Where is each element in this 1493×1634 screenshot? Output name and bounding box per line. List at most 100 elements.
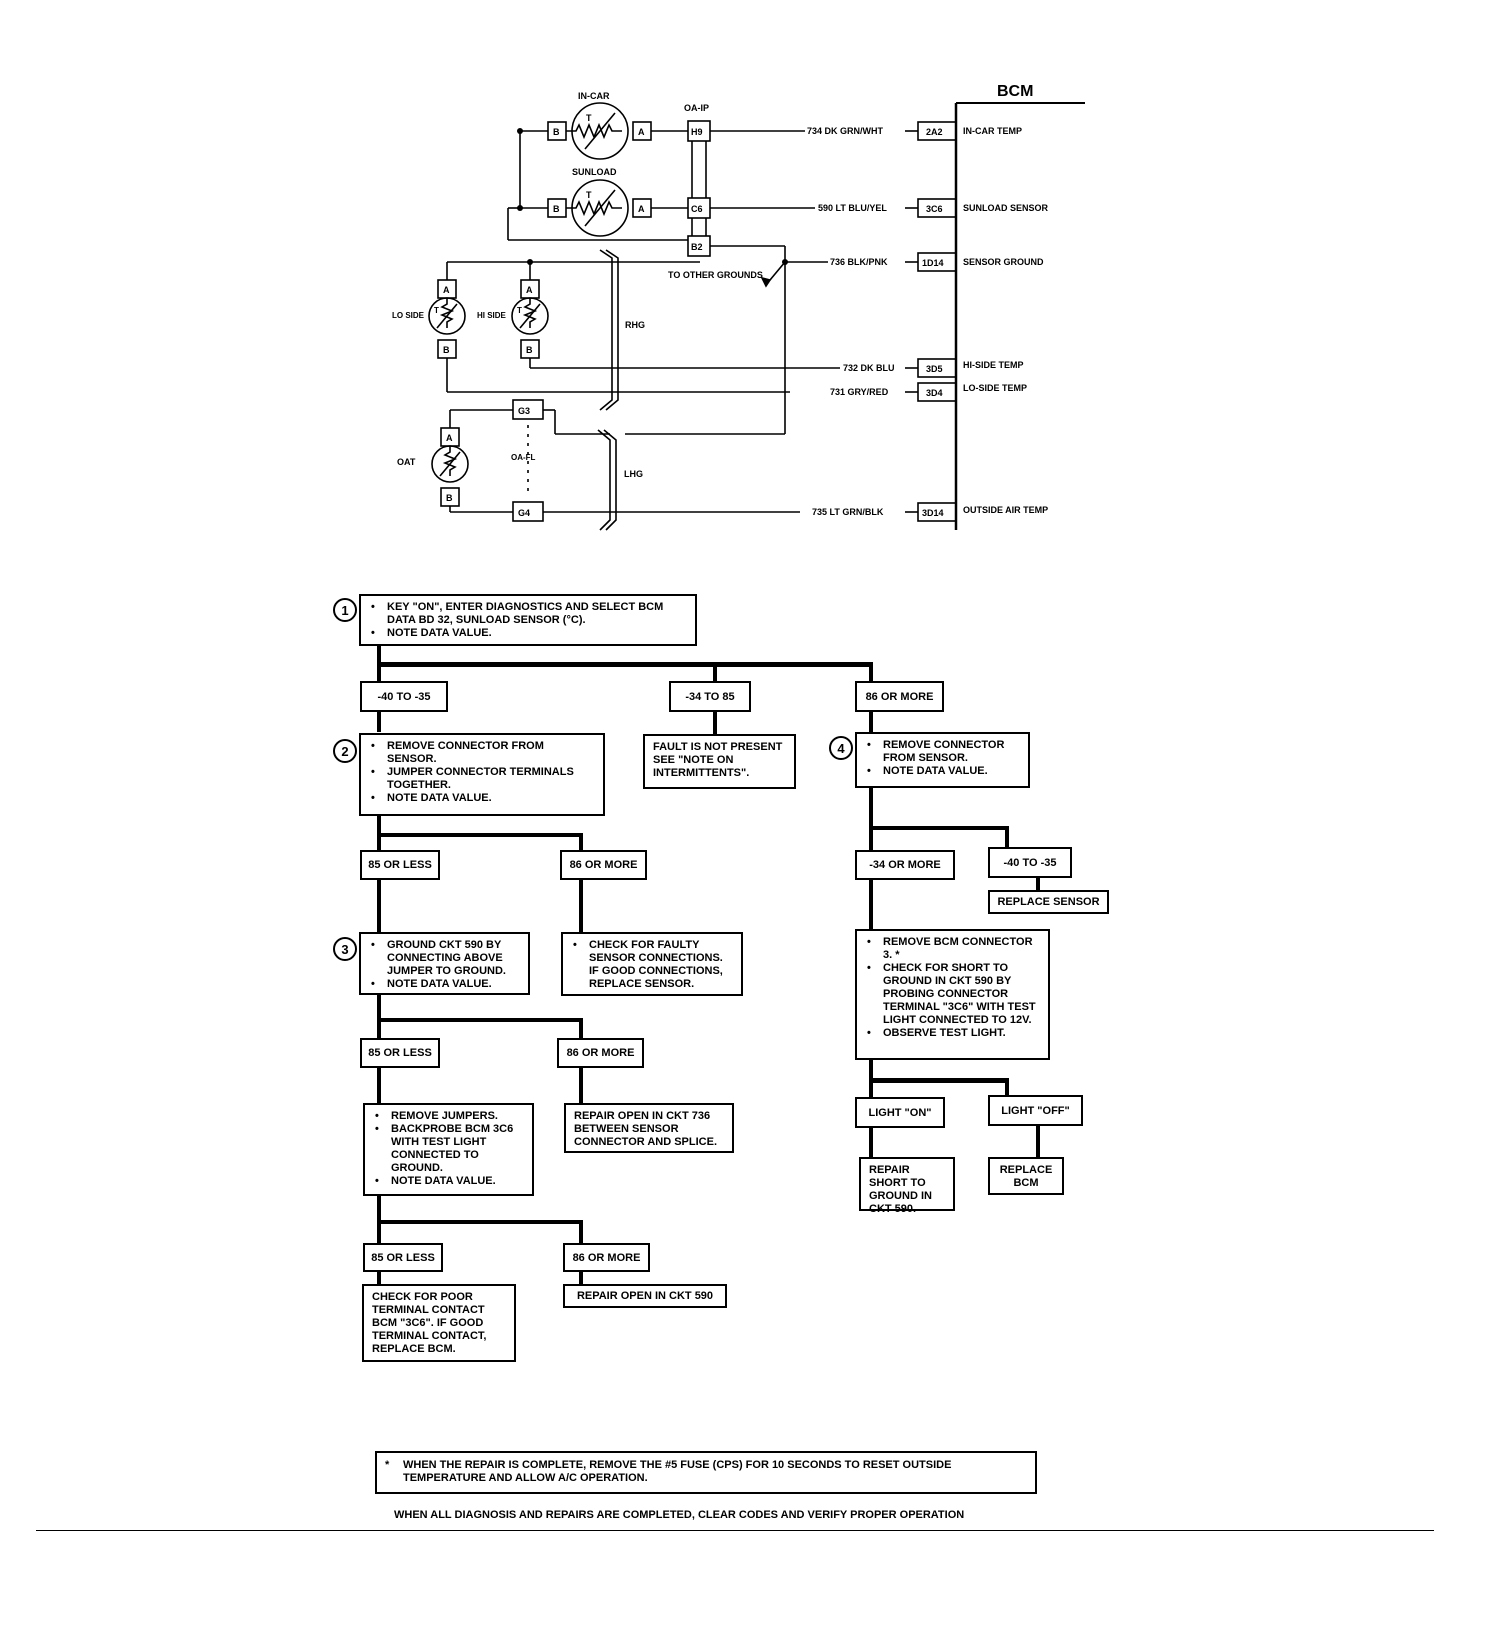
step-4-marker: 4 bbox=[829, 736, 853, 760]
flow-line bbox=[377, 662, 873, 667]
backprobe-item: NOTE DATA VALUE. bbox=[375, 1175, 524, 1188]
step-2-marker: 2 bbox=[333, 739, 357, 763]
oat-pin-a: A bbox=[446, 433, 453, 443]
step-5-item: CHECK FOR SHORT TO GROUND IN CKT 590 BY … bbox=[867, 962, 1040, 1027]
result-86-or-more: 86 OR MORE bbox=[563, 1243, 650, 1272]
bcm-pin-3d4: 3D4 bbox=[926, 388, 943, 398]
replace-bcm-box: REPLACE BCM bbox=[988, 1157, 1064, 1195]
flow-line bbox=[869, 662, 873, 682]
wiring-schematic: BCM IN-CAR SUNLOAD LO SIDE HI SIDE OAT T… bbox=[392, 83, 1085, 531]
repair-open-736-box: REPAIR OPEN IN CKT 736 BETWEEN SENSOR CO… bbox=[564, 1103, 734, 1153]
step-1-box: KEY "ON", ENTER DIAGNOSTICS AND SELECT B… bbox=[359, 594, 697, 646]
pin-h9: H9 bbox=[691, 127, 703, 137]
step-2-item: REMOVE CONNECTOR FROM SENSOR. bbox=[371, 740, 595, 766]
oa-fl-label: OA-FL bbox=[511, 453, 536, 462]
flow-line bbox=[1036, 1126, 1040, 1158]
flow-line bbox=[579, 1220, 583, 1244]
bcm-pin-3d14: 3D14 bbox=[922, 508, 944, 518]
hi-side-pin-b: B bbox=[526, 345, 533, 355]
wire-731: 731 GRY/RED bbox=[830, 387, 889, 397]
flow-line bbox=[377, 995, 381, 1039]
sunload-pin-a: A bbox=[638, 204, 645, 214]
step-1-item: NOTE DATA VALUE. bbox=[371, 627, 687, 640]
result-85-or-less: 85 OR LESS bbox=[360, 850, 440, 880]
hi-side-resistor-mark: T bbox=[517, 306, 522, 315]
backprobe-item: REMOVE JUMPERS. bbox=[375, 1110, 524, 1123]
flow-line bbox=[377, 880, 381, 932]
flow-line bbox=[377, 1220, 583, 1224]
flow-line bbox=[579, 833, 583, 851]
in-car-pin-b: B bbox=[553, 127, 560, 137]
lo-side-resistor-mark: T bbox=[434, 306, 439, 315]
flow-line bbox=[579, 1018, 583, 1039]
sunload-resistor-mark: T bbox=[586, 190, 592, 200]
function-sensor-ground: SENSOR GROUND bbox=[963, 257, 1044, 267]
flow-line bbox=[713, 662, 717, 682]
in-car-label: IN-CAR bbox=[578, 91, 610, 101]
function-outside-air-temp: OUTSIDE AIR TEMP bbox=[963, 505, 1048, 515]
pin-g4: G4 bbox=[518, 508, 530, 518]
result-minus34-to-85: -34 TO 85 bbox=[669, 681, 751, 712]
oat-pin-b: B bbox=[446, 493, 453, 503]
flow-line bbox=[713, 712, 717, 734]
pin-c6: C6 bbox=[691, 204, 703, 214]
flow-line bbox=[869, 712, 873, 732]
hi-side-pin-a: A bbox=[526, 285, 533, 295]
pin-g3: G3 bbox=[518, 406, 530, 416]
step-3-item: NOTE DATA VALUE. bbox=[371, 978, 520, 991]
hi-side-label: HI SIDE bbox=[477, 311, 507, 320]
result-86-or-more: 86 OR MORE bbox=[560, 850, 647, 880]
note-asterisk: * bbox=[385, 1459, 390, 1471]
flow-line bbox=[1005, 1078, 1009, 1096]
flow-line bbox=[869, 788, 873, 851]
step-2-box: REMOVE CONNECTOR FROM SENSOR. JUMPER CON… bbox=[359, 733, 605, 816]
result-minus34-or-more: -34 OR MORE bbox=[855, 850, 955, 880]
sunload-pin-b: B bbox=[553, 204, 560, 214]
bcm-pin-2a2: 2A2 bbox=[926, 127, 943, 137]
flow-line bbox=[869, 1078, 1009, 1083]
note-text: WHEN THE REPAIR IS COMPLETE, REMOVE THE … bbox=[403, 1459, 952, 1484]
repair-note-box: * WHEN THE REPAIR IS COMPLETE, REMOVE TH… bbox=[375, 1451, 1037, 1494]
backprobe-box: REMOVE JUMPERS. BACKPROBE BCM 3C6 WITH T… bbox=[363, 1103, 534, 1196]
flow-line bbox=[869, 1128, 873, 1158]
check-poor-contact-box: CHECK FOR POOR TERMINAL CONTACT BCM "3C6… bbox=[362, 1284, 516, 1362]
wire-734: 734 DK GRN/WHT bbox=[807, 126, 884, 136]
function-lo-side-temp: LO-SIDE TEMP bbox=[963, 383, 1027, 393]
step-3-box: GROUND CKT 590 BY CONNECTING ABOVE JUMPE… bbox=[359, 932, 530, 995]
result-minus40-to-minus35: -40 TO -35 bbox=[988, 847, 1072, 878]
check-faulty-text: CHECK FOR FAULTY SENSOR CONNECTIONS. IF … bbox=[589, 939, 723, 990]
step-5-item: OBSERVE TEST LIGHT. bbox=[867, 1027, 1040, 1040]
step-5-item: REMOVE BCM CONNECTOR 3. * bbox=[867, 936, 1040, 962]
in-car-resistor-mark: T bbox=[586, 113, 592, 123]
wire-732: 732 DK BLU bbox=[843, 363, 895, 373]
result-85-or-less: 85 OR LESS bbox=[363, 1243, 443, 1272]
result-86-or-more: 86 OR MORE bbox=[557, 1038, 644, 1068]
flow-line bbox=[1036, 878, 1040, 891]
in-car-pin-a: A bbox=[638, 127, 645, 137]
fault-not-present-box: FAULT IS NOT PRESENT SEE "NOTE ON INTERM… bbox=[643, 734, 796, 789]
flow-line bbox=[579, 1068, 583, 1104]
pin-b2: B2 bbox=[691, 242, 703, 252]
result-light-off: LIGHT "OFF" bbox=[988, 1095, 1083, 1126]
bcm-pin-3c6: 3C6 bbox=[926, 204, 943, 214]
function-hi-side-temp: HI-SIDE TEMP bbox=[963, 360, 1024, 370]
result-minus40-to-minus35: -40 TO -35 bbox=[360, 681, 448, 712]
oat-label: OAT bbox=[397, 457, 416, 467]
flow-line bbox=[377, 712, 381, 732]
result-light-on: LIGHT "ON" bbox=[855, 1097, 945, 1128]
footer-instruction: WHEN ALL DIAGNOSIS AND REPAIRS ARE COMPL… bbox=[394, 1509, 965, 1521]
flow-line bbox=[377, 1068, 381, 1104]
wire-590: 590 LT BLU/YEL bbox=[818, 203, 887, 213]
bottom-rule bbox=[36, 1530, 1434, 1531]
check-faulty-connections-box: • CHECK FOR FAULTY SENSOR CONNECTIONS. I… bbox=[561, 932, 743, 996]
repair-short-box: REPAIR SHORT TO GROUND IN CKT 590. bbox=[859, 1157, 955, 1215]
bcm-pin-1d14: 1D14 bbox=[922, 258, 944, 268]
backprobe-item: BACKPROBE BCM 3C6 WITH TEST LIGHT CONNEC… bbox=[375, 1123, 524, 1175]
flow-line bbox=[377, 833, 583, 837]
lo-side-pin-a: A bbox=[443, 285, 450, 295]
function-sunload-sensor: SUNLOAD SENSOR bbox=[963, 203, 1049, 213]
wire-736: 736 BLK/PNK bbox=[830, 257, 888, 267]
flow-line bbox=[377, 1018, 583, 1022]
step-3-marker: 3 bbox=[333, 937, 357, 961]
